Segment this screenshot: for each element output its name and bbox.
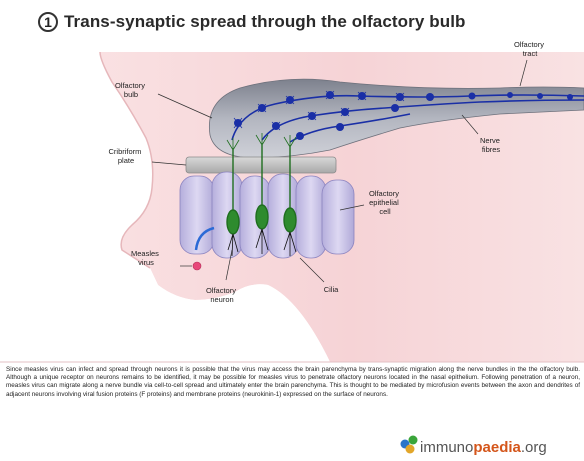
logo-text: immunopaedia.org xyxy=(420,439,547,456)
logo-part-paedia: paedia xyxy=(473,439,521,456)
label-nerve-fibres: Nerve fibres xyxy=(480,136,502,154)
label-olfactory-neuron: Olfactory neuron xyxy=(206,286,238,304)
logo-part-org: .org xyxy=(521,439,547,456)
measles-virus xyxy=(193,262,201,270)
immunopaedia-logo-icon xyxy=(401,436,418,454)
cribriform-plate xyxy=(186,157,336,173)
caption: Since measles virus can infect and sprea… xyxy=(6,366,580,399)
logo-part-immuno: immuno xyxy=(420,439,473,456)
immunopaedia-logo: immunopaedia.org xyxy=(420,436,547,458)
label-cilia: Cilia xyxy=(324,285,339,294)
caption-text: Since measles virus can infect and sprea… xyxy=(6,366,580,399)
